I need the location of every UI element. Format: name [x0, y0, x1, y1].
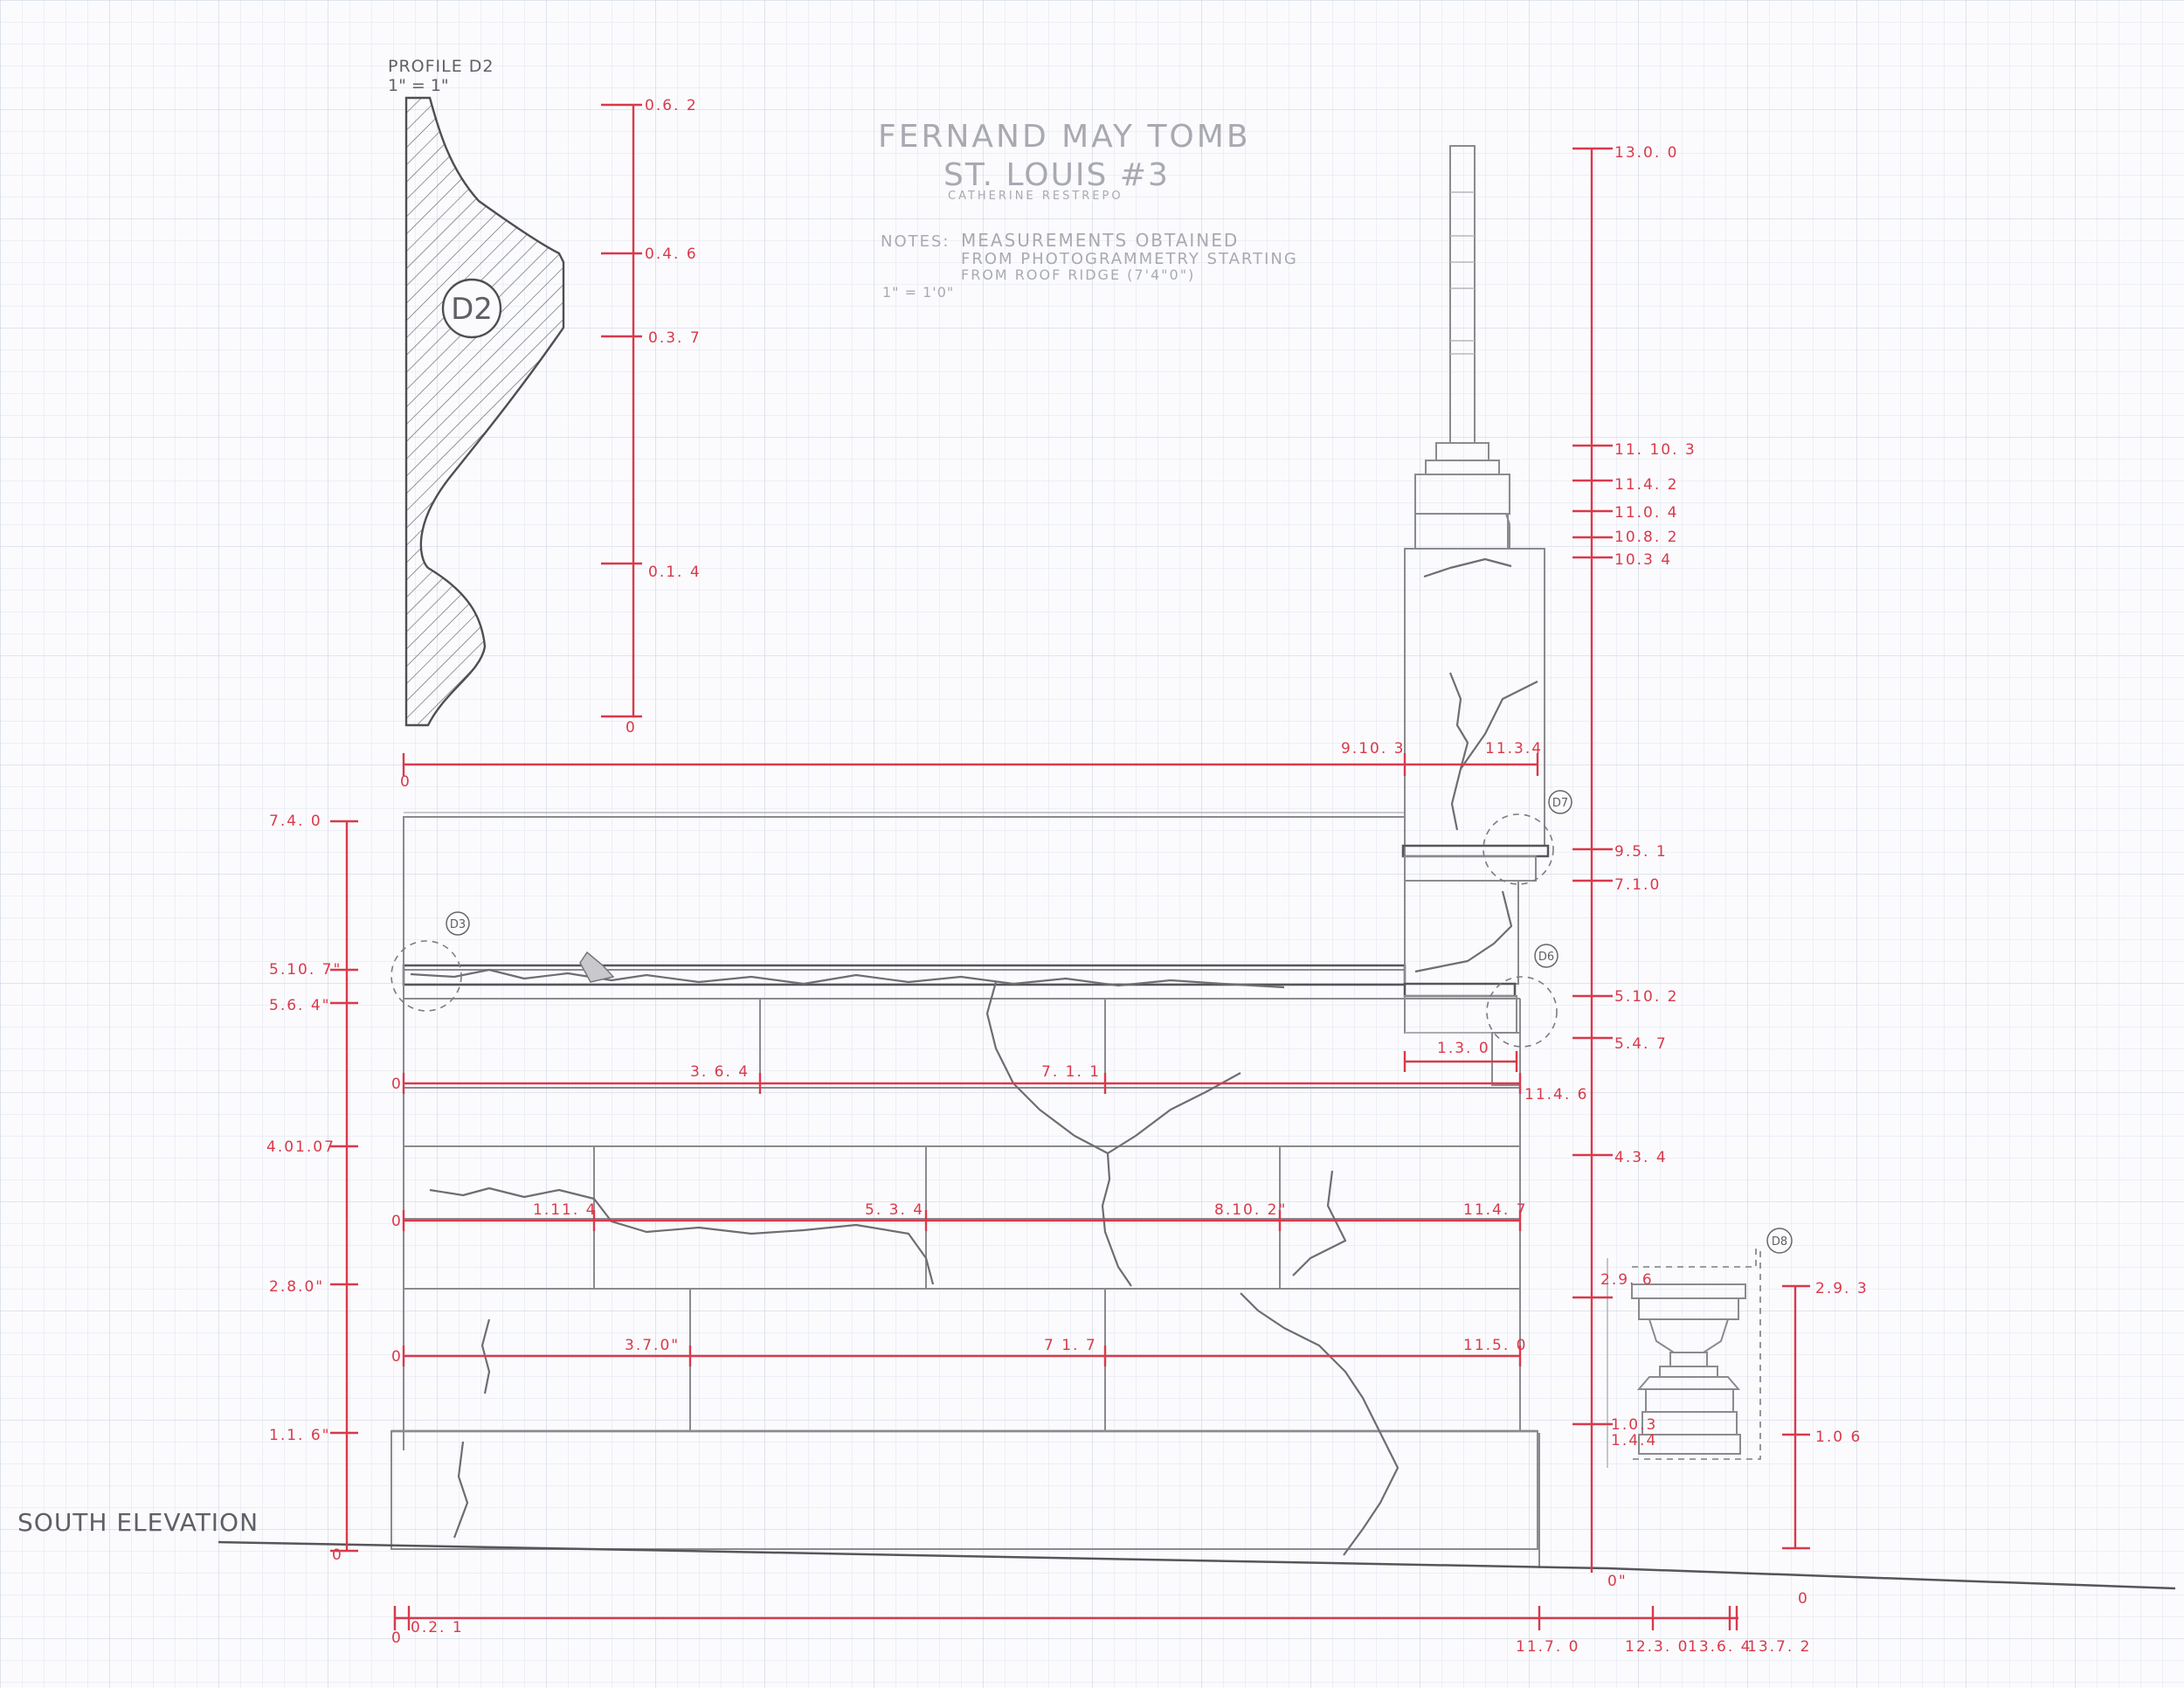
row3-dim-1: 3.7.0": [625, 1337, 680, 1354]
obelisk-pier: [1401, 145, 1550, 1086]
bottom-dim-4: 13.6. 4: [1688, 1638, 1752, 1656]
notes-scale: 1" = 1'0": [882, 284, 954, 301]
detail-tag-d6: D6: [1538, 951, 1554, 964]
right-dim-6: 10.3 4: [1614, 551, 1672, 569]
row2-zero: 0: [391, 1213, 403, 1230]
ground-far-zero: 0: [1798, 1590, 1809, 1608]
top-row-dim-2: 11.3.4: [1485, 740, 1543, 758]
right-height-dimension: [1572, 147, 1613, 1573]
detail-tag-d3: D3: [450, 918, 466, 931]
left-dim-3: 5.6. 4": [269, 997, 330, 1014]
row2-dim-4: 11.4. 7: [1463, 1201, 1527, 1219]
right-dim-8: 7.1.0: [1614, 876, 1661, 894]
profile-tag: D2: [451, 292, 493, 327]
bottom-dim-5: 13.7. 2: [1747, 1638, 1811, 1656]
right-dim-3: 11.4. 2: [1614, 476, 1678, 494]
top-row-zero: 0: [400, 773, 411, 791]
notes-line-1: MEASUREMENTS OBTAINED: [961, 230, 1239, 251]
top-row-dim-1: 9.10. 3: [1341, 740, 1405, 758]
pier-width-dim: 1.3. 0: [1437, 1040, 1490, 1057]
row3-dim-3: 11.5. 0: [1463, 1337, 1527, 1354]
urn-dim-1: 2.9. 6: [1600, 1271, 1654, 1289]
row2-dim-2: 5. 3. 4: [865, 1201, 924, 1219]
left-dim-6: 1.1. 6": [269, 1427, 330, 1444]
row1-dim-1: 3. 6. 4: [690, 1063, 750, 1081]
right-dim-7: 9.5. 1: [1614, 843, 1668, 861]
left-dim-5: 2.8.0": [269, 1278, 324, 1296]
row1-dim-3: 11.4. 6: [1524, 1086, 1588, 1103]
profile-dim-top: 0.6. 2: [645, 97, 698, 114]
title-sub: ST. LOUIS #3: [943, 157, 1170, 193]
row3-zero: 0: [391, 1348, 403, 1366]
urn-dim-4: 1.4.4: [1611, 1432, 1657, 1449]
wall-cracks: [410, 557, 1538, 1556]
detail-callouts: [390, 790, 1793, 1254]
profile-dim-3: 0.3. 7: [648, 329, 702, 347]
urn-dim-2: 2.9. 3: [1815, 1280, 1869, 1297]
row1-zero: 0: [391, 1076, 403, 1093]
profile-title: PROFILE D2: [388, 57, 494, 76]
detail-tag-d7: D7: [1552, 797, 1568, 810]
notes-line-3: FROM ROOF RIDGE (7'4"0"): [961, 266, 1195, 283]
profile-dimension: [601, 103, 642, 718]
left-dim-zero: 0: [332, 1546, 343, 1564]
profile-molding-section: [404, 96, 565, 727]
right-dim-11: 4.3. 4: [1614, 1149, 1668, 1166]
right-dim-9: 5.10. 2: [1614, 988, 1678, 1006]
urn-dim-5: 1.0 6: [1815, 1429, 1862, 1446]
row2-dim-3: 8.10. 2": [1214, 1201, 1287, 1219]
bottom-zero: 0: [391, 1629, 403, 1647]
notes-label: NOTES:: [881, 232, 950, 251]
left-dim-1: 7.4. 0: [269, 813, 322, 830]
elevation-label: SOUTH ELEVATION: [17, 1508, 259, 1537]
title-main: FERNAND MAY TOMB: [878, 119, 1251, 155]
row3-dim-2: 7 1. 7: [1044, 1337, 1097, 1354]
row1-dim-2: 7. 1. 1: [1041, 1063, 1101, 1081]
right-dim-5: 10.8. 2: [1614, 529, 1678, 546]
horizontal-dimensions: [393, 753, 1738, 1630]
bottom-dim-3: 12.3. 0: [1625, 1638, 1689, 1656]
right-dim-1: 13.0. 0: [1614, 144, 1678, 162]
right-dim-4: 11.0. 4: [1614, 504, 1678, 522]
profile-tag-circle: [441, 278, 502, 339]
profile-dim-zero: 0: [625, 719, 637, 737]
left-height-dimension: [330, 820, 358, 1553]
urn-dim-3: 1.0.3: [1611, 1416, 1657, 1434]
right-dim-2: 11. 10. 3: [1614, 441, 1697, 459]
left-dim-2: 5.10. 7": [269, 961, 342, 979]
notes-line-2: FROM PHOTOGRAMMETRY STARTING: [961, 250, 1298, 268]
profile-dim-2: 0.4. 6: [645, 246, 698, 263]
title-author: CATHERINE RESTREPO: [948, 190, 1123, 203]
bottom-dim-1: 0.2. 1: [411, 1619, 464, 1636]
left-dim-4: 4.01.07: [266, 1138, 335, 1156]
profile-scale: 1" = 1": [388, 76, 449, 95]
bottom-dim-2: 11.7. 0: [1516, 1638, 1579, 1656]
urn-tag: D8: [1772, 1235, 1787, 1249]
profile-dim-4: 0.1. 4: [648, 564, 702, 581]
row2-dim-1: 1.11. 4: [533, 1201, 597, 1219]
urn-dimensions: [1782, 1284, 1810, 1550]
ground-right-zero: 0": [1607, 1573, 1628, 1590]
urn-ornament: [1607, 1249, 1761, 1468]
right-dim-10: 5.4. 7: [1614, 1035, 1668, 1053]
